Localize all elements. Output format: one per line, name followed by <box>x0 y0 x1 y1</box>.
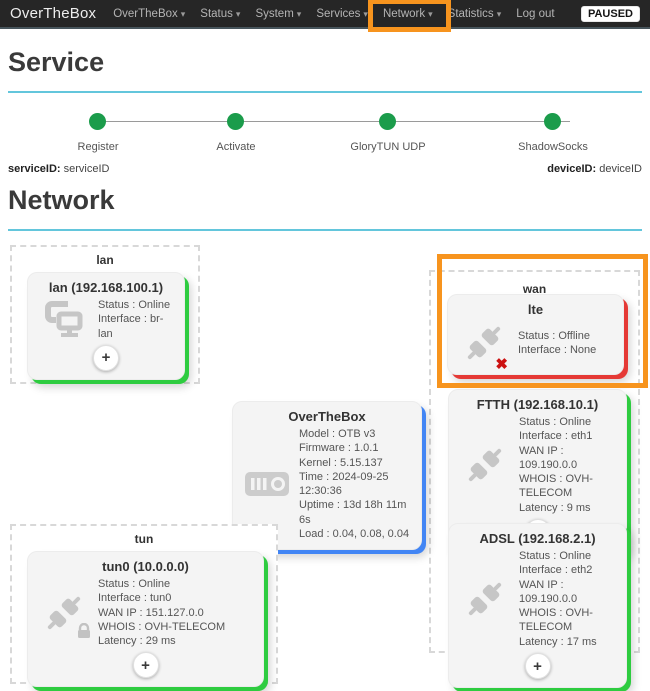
card-lan-details: Status : Online Interface : br-lan <box>98 299 171 340</box>
stepper-line <box>90 121 570 122</box>
plus-icon: + <box>141 656 150 674</box>
step-dot-register <box>89 113 106 130</box>
step-dot-shadowsocks <box>544 113 561 130</box>
top-navbar: OverTheBox OverTheBox▾ Status▾ System▾ S… <box>0 0 650 32</box>
device-id: deviceID: deviceID <box>547 163 642 175</box>
group-lan-label: lan <box>96 253 114 267</box>
nav-item-statistics[interactable]: Statistics▾ <box>447 7 502 20</box>
card-tun0-details: Status : Online Interface : tun0 WAN IP … <box>98 578 226 648</box>
brand-logo[interactable]: OverTheBox <box>10 5 97 22</box>
card-ftth-details: Status : Online Interface : eth1 WAN IP … <box>519 416 593 514</box>
group-wan-label: wan <box>522 282 547 296</box>
step-label: Activate <box>216 141 256 153</box>
step-label: ShadowSocks <box>518 141 588 153</box>
expand-lan-button[interactable]: + <box>93 344 119 371</box>
plug-offline-icon: ✖ <box>458 320 510 372</box>
router-icon <box>243 469 291 499</box>
nav-item-logout[interactable]: Log out <box>516 7 555 20</box>
group-tun-label: tun <box>134 532 154 546</box>
nav-menu: OverTheBox▾ Status▾ System▾ Services▾ Ne… <box>110 0 557 32</box>
step-dot-glorytun <box>379 113 396 130</box>
card-overthebox[interactable]: OverTheBox Model : OTB v3 Firmware : 1.0… <box>232 401 422 551</box>
nav-item-status[interactable]: Status▾ <box>200 7 241 20</box>
chevron-down-icon: ▾ <box>180 8 186 19</box>
service-section-title: Service <box>8 47 642 93</box>
plus-icon: + <box>101 349 111 367</box>
card-adsl[interactable]: ADSL (192.168.2.1) Status : Online Int <box>448 523 627 689</box>
service-progress-stepper: Register Activate GloryTUN UDP ShadowSoc… <box>8 105 642 161</box>
card-lte[interactable]: lte ✖ Status : Offline Inter <box>447 294 624 375</box>
expand-tun0-button[interactable]: + <box>132 652 159 679</box>
nav-item-network[interactable]: Network▾ <box>367 0 451 32</box>
nav-item-overthebox[interactable]: OverTheBox▾ <box>113 7 186 20</box>
plug-icon <box>459 576 511 622</box>
nav-item-system[interactable]: System▾ <box>255 7 302 20</box>
plug-icon <box>459 442 511 488</box>
network-diagram: lan lan (192.168.100.1) Status : Online … <box>0 237 650 691</box>
step-label: GloryTUN UDP <box>350 141 426 153</box>
card-adsl-details: Status : Online Interface : eth2 WAN IP … <box>519 550 597 648</box>
service-ids-row: serviceID: serviceID deviceID: deviceID <box>8 163 642 175</box>
chevron-down-icon: ▾ <box>496 8 502 19</box>
lock-badge-icon <box>76 622 92 644</box>
card-tun0[interactable]: tun0 (10.0.0.0) <box>27 551 264 688</box>
offline-x-badge-icon: ✖ <box>495 356 508 373</box>
plus-icon: + <box>533 657 542 675</box>
card-lan[interactable]: lan (192.168.100.1) Status : Online Inte… <box>27 272 185 380</box>
chevron-down-icon: ▾ <box>296 8 302 19</box>
expand-adsl-button[interactable]: + <box>524 653 551 680</box>
nav-item-services[interactable]: Services▾ <box>316 7 368 20</box>
step-dot-activate <box>227 113 244 130</box>
card-overthebox-details: Model : OTB v3 Firmware : 1.0.1 Kernel :… <box>299 428 410 541</box>
network-section-title: Network <box>8 185 642 231</box>
service-id: serviceID: serviceID <box>8 163 110 175</box>
lan-icon <box>38 299 90 339</box>
chevron-down-icon: ▾ <box>363 8 368 19</box>
card-lte-details: Status : Offline Interface : None <box>518 329 597 356</box>
step-label: Register <box>77 141 119 153</box>
status-badge-paused[interactable]: PAUSED <box>580 5 640 22</box>
chevron-down-icon: ▾ <box>428 8 433 19</box>
chevron-down-icon: ▾ <box>235 8 241 19</box>
plug-lock-icon <box>38 590 90 638</box>
